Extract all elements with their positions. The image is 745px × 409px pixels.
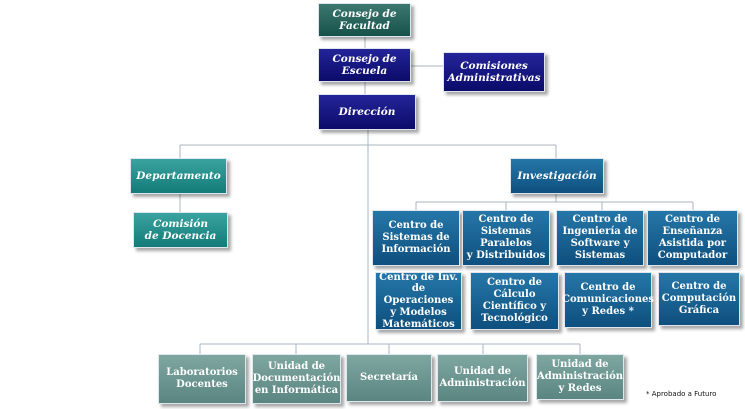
secretaria-box: Secretaría	[346, 354, 432, 402]
centro-comunicaciones-redes-box: Centro de Comunicaciones y Redes *	[562, 272, 654, 328]
centro-ingenieria-software-box: Centro de Ingeniería de Software y Siste…	[556, 210, 644, 266]
footnote: * Aprobado a Futuro	[646, 390, 717, 398]
unidad-documentacion-box: Unidad de Documentación en Informática	[252, 354, 341, 404]
unidad-administracion-redes-box: Unidad de Administración y Redes	[536, 354, 624, 400]
centro-sistemas-paralelos-box: Centro de Sistemas Paralelos y Distribui…	[462, 210, 550, 266]
departamento-box: Departamento	[130, 158, 227, 194]
centro-calculo-cientifico-box: Centro de Cálculo Científico y Tecnológi…	[470, 272, 559, 330]
laboratorios-docentes-box: Laboratorios Docentes	[158, 354, 246, 404]
comisiones-administrativas-box: Comisiones Administrativas	[443, 52, 545, 92]
centro-investigacion-operaciones-box: Centro de Inv. de Operaciones y Modelos …	[375, 272, 462, 330]
consejo-escuela-box: Consejo de Escuela	[318, 48, 411, 82]
direccion-box: Dirección	[318, 94, 416, 130]
investigacion-box: Investigación	[510, 158, 604, 194]
consejo-facultad-box: Consejo de Facultad	[318, 3, 411, 37]
centro-ensenanza-asistida-box: Centro de Enseñanza Asistida por Computa…	[647, 210, 738, 266]
comision-docencia-box: Comisión de Docencia	[133, 212, 228, 248]
unidad-administracion-box: Unidad de Administración	[437, 354, 528, 402]
centro-sistemas-informacion-box: Centro de Sistemas de Información	[372, 210, 460, 266]
centro-computacion-grafica-box: Centro de Computación Gráfica	[658, 272, 740, 326]
